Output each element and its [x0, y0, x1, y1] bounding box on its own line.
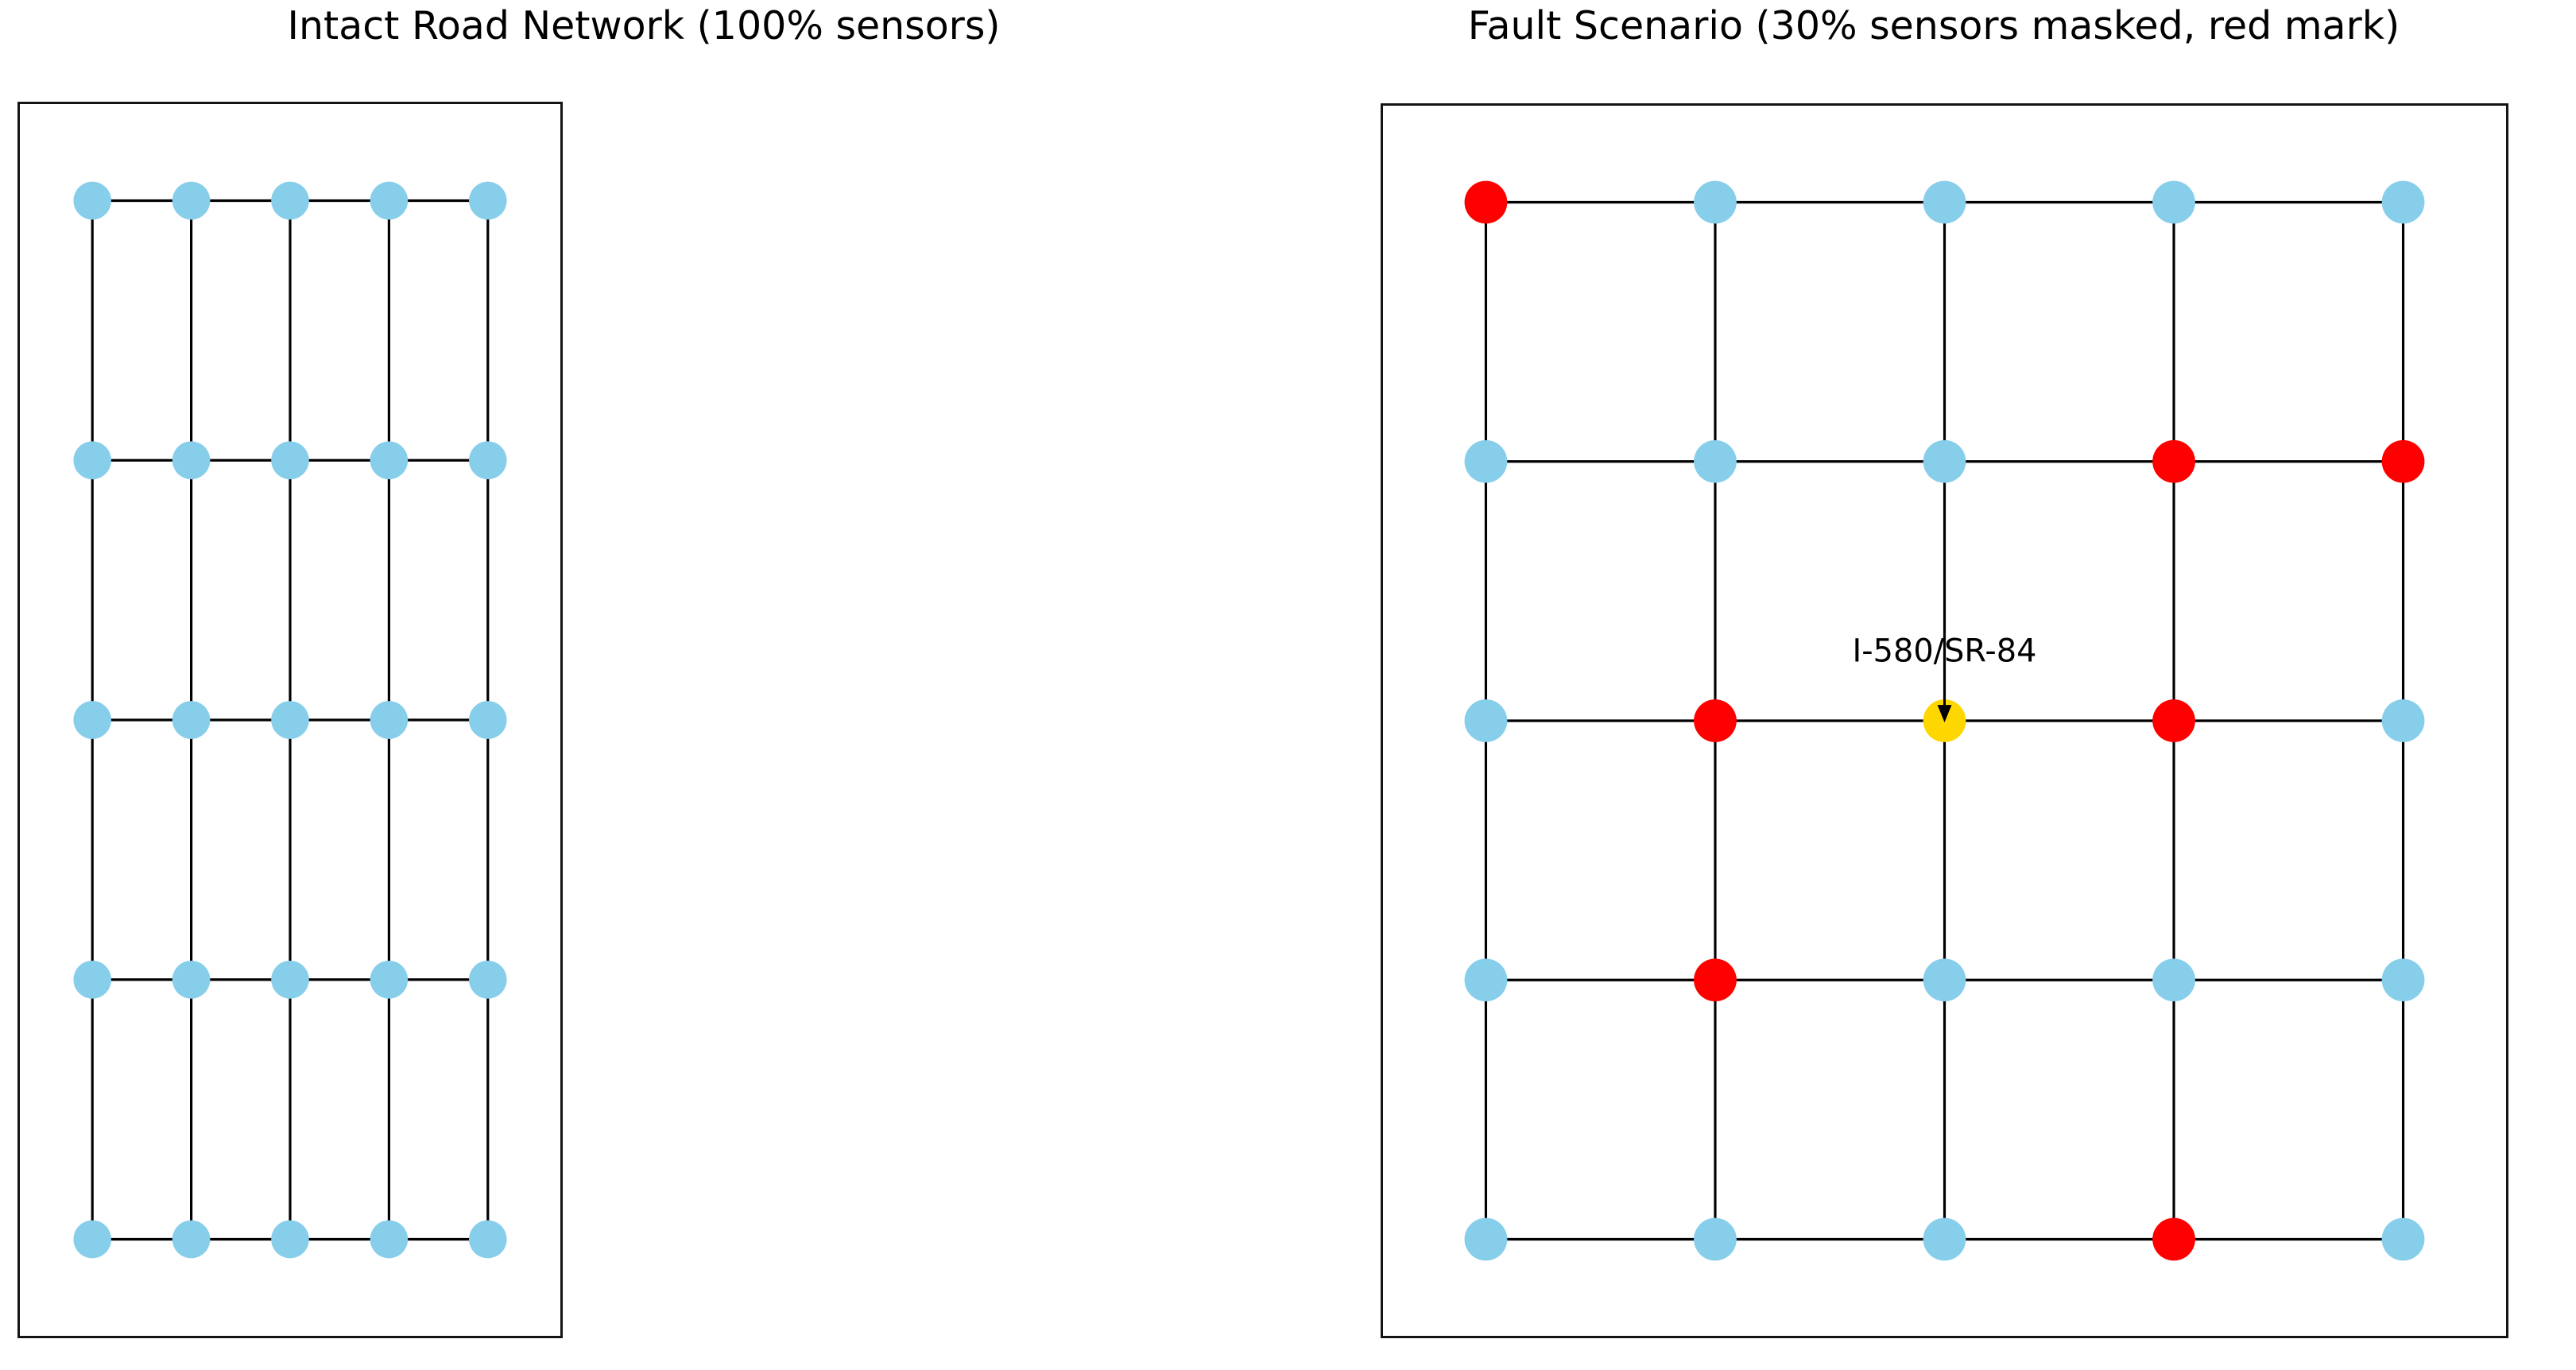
- graph-node-normal-r2-c2[interactable]: [271, 701, 309, 739]
- graph-node-normal-r3-c4[interactable]: [469, 960, 507, 999]
- annotation-i580-sr84: I-580/SR-84: [1853, 633, 2037, 722]
- graph-fault: I-580/SR-84: [1464, 180, 2425, 1261]
- graph-node-masked-r2-c3[interactable]: [2152, 699, 2195, 742]
- panel-intact-road-network: Intact Road Network (100% sensors): [17, 3, 1001, 1338]
- graph-node-masked-r3-c1[interactable]: [1694, 958, 1737, 1002]
- node-layer: [1464, 180, 2425, 1261]
- node-layer: [73, 181, 507, 1259]
- graph-node-normal-r4-c1[interactable]: [172, 1220, 211, 1259]
- graph-node-normal-r2-c3[interactable]: [370, 701, 409, 739]
- graph-node-masked-r0-c0[interactable]: [1464, 180, 1508, 224]
- graph-node-normal-r3-c0[interactable]: [1464, 958, 1508, 1002]
- panel-title-fault: Fault Scenario (30% sensors masked, red …: [1467, 3, 2400, 48]
- graph-node-normal-r1-c1[interactable]: [172, 441, 211, 480]
- graph-node-normal-r0-c2[interactable]: [271, 181, 309, 220]
- graph-node-normal-r0-c3[interactable]: [2152, 180, 2195, 224]
- graph-node-normal-r0-c3[interactable]: [370, 181, 409, 220]
- graph-node-normal-r1-c4[interactable]: [469, 441, 507, 480]
- axes-fault: I-580/SR-84: [1381, 103, 2508, 1338]
- graph-node-normal-r3-c3[interactable]: [370, 960, 409, 999]
- graph-node-normal-r2-c1[interactable]: [172, 701, 211, 739]
- graph-node-normal-r1-c2[interactable]: [1923, 439, 1966, 483]
- graph-node-normal-r0-c0[interactable]: [73, 181, 111, 220]
- graph-node-normal-r2-c0[interactable]: [73, 701, 111, 739]
- panel-title-intact: Intact Road Network (100% sensors): [287, 3, 1001, 48]
- graph-node-normal-r1-c2[interactable]: [271, 441, 309, 480]
- graph-node-normal-r4-c3[interactable]: [370, 1220, 409, 1259]
- graph-node-masked-r2-c1[interactable]: [1694, 699, 1737, 742]
- graph-node-masked-r1-c4[interactable]: [2381, 439, 2425, 483]
- graph-node-normal-r4-c2[interactable]: [271, 1220, 309, 1259]
- graph-node-normal-r4-c2[interactable]: [1923, 1217, 1966, 1261]
- graph-node-normal-r3-c0[interactable]: [73, 960, 111, 999]
- graph-node-normal-r3-c2[interactable]: [1923, 958, 1966, 1002]
- graph-node-normal-r4-c0[interactable]: [1464, 1217, 1508, 1261]
- graph-node-normal-r1-c0[interactable]: [1464, 439, 1508, 483]
- edge-layer: [1484, 200, 2405, 1241]
- graph-node-normal-r4-c4[interactable]: [2381, 1217, 2425, 1261]
- graph-node-normal-r4-c1[interactable]: [1694, 1217, 1737, 1261]
- axes-intact: [17, 102, 563, 1338]
- graph-node-normal-r1-c1[interactable]: [1694, 439, 1737, 483]
- graph-node-masked-r4-c3[interactable]: [2152, 1217, 2195, 1261]
- graph-intact: [73, 181, 507, 1259]
- graph-node-normal-r3-c3[interactable]: [2152, 958, 2195, 1002]
- graph-node-normal-r0-c1[interactable]: [1694, 180, 1737, 224]
- annotation-label: I-580/SR-84: [1853, 633, 2037, 669]
- panel-fault-scenario: Fault Scenario (30% sensors masked, red …: [1288, 0, 2576, 1370]
- graph-node-normal-r0-c4[interactable]: [469, 181, 507, 220]
- graph-node-normal-r4-c0[interactable]: [73, 1220, 111, 1259]
- graph-node-normal-r4-c4[interactable]: [469, 1220, 507, 1259]
- graph-node-normal-r0-c4[interactable]: [2381, 180, 2425, 224]
- graph-node-masked-r1-c3[interactable]: [2152, 439, 2195, 483]
- graph-node-normal-r2-c4[interactable]: [469, 701, 507, 739]
- graph-node-normal-r1-c0[interactable]: [73, 441, 111, 480]
- graph-node-normal-r0-c2[interactable]: [1923, 180, 1966, 224]
- graph-node-normal-r0-c1[interactable]: [172, 181, 211, 220]
- graph-node-normal-r3-c1[interactable]: [172, 960, 211, 999]
- graph-node-normal-r2-c4[interactable]: [2381, 699, 2425, 742]
- down-arrow-icon: [1937, 705, 1952, 722]
- graph-node-normal-r3-c4[interactable]: [2381, 958, 2425, 1002]
- graph-node-normal-r2-c0[interactable]: [1464, 699, 1508, 742]
- graph-node-normal-r3-c2[interactable]: [271, 960, 309, 999]
- graph-node-normal-r1-c3[interactable]: [370, 441, 409, 480]
